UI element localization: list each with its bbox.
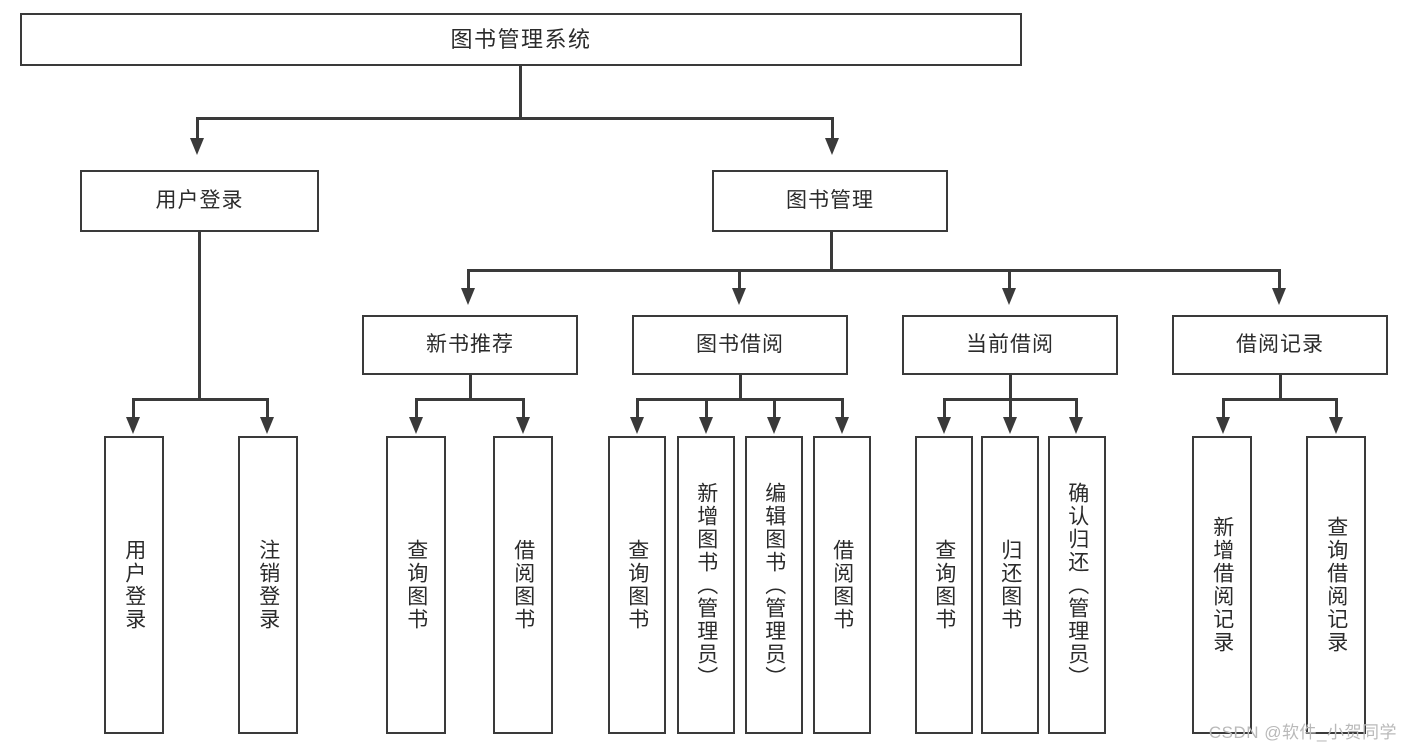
connector-current-borrow-stem: [1009, 375, 1012, 400]
arrowhead-leaf-edit-book: [767, 417, 781, 434]
node-label: 用户登录: [122, 539, 146, 631]
node-book-management[interactable]: 图书管理: [712, 170, 948, 232]
leaf-borrow-book-borrow[interactable]: 借阅图书: [813, 436, 871, 734]
node-label: 当前借阅: [966, 332, 1054, 356]
node-label: 用户登录: [155, 188, 244, 212]
connector-book-borrow-branch-3: [773, 398, 776, 420]
arrowhead-to-book-manage: [825, 138, 839, 155]
node-root-book-management-system[interactable]: 图书管理系统: [20, 13, 1022, 66]
leaf-add-borrow-record[interactable]: 新增借阅记录: [1192, 436, 1252, 734]
connector-borrow-record-bar: [1222, 398, 1337, 401]
node-label: 编辑图书（管理员）: [762, 481, 786, 689]
connector-current-borrow-branch-2: [1009, 398, 1012, 420]
node-label: 查询图书: [625, 539, 649, 631]
connector-new-book-stem: [469, 375, 472, 400]
connector-book-borrow-bar: [636, 398, 843, 401]
node-label: 新增借阅记录: [1210, 516, 1234, 654]
node-label: 查询借阅记录: [1324, 516, 1348, 654]
node-label: 借阅图书: [830, 539, 854, 631]
connector-book-manage-branch-2: [738, 269, 741, 291]
connector-book-manage-stem: [830, 232, 833, 271]
leaf-query-borrow-record[interactable]: 查询借阅记录: [1306, 436, 1366, 734]
node-current-borrow[interactable]: 当前借阅: [902, 315, 1118, 375]
connector-new-book-branch-1: [415, 398, 418, 420]
node-new-book-recommend[interactable]: 新书推荐: [362, 315, 578, 375]
connector-borrow-record-stem: [1279, 375, 1282, 400]
node-label: 图书管理系统: [450, 26, 592, 52]
node-label: 归还图书: [998, 539, 1022, 631]
connector-user-login-stem: [198, 232, 201, 400]
connector-book-borrow-branch-4: [841, 398, 844, 420]
leaf-add-book-admin[interactable]: 新增图书（管理员）: [677, 436, 735, 734]
connector-book-manage-branch-4: [1278, 269, 1281, 291]
connector-new-book-branch-2: [522, 398, 525, 420]
node-label: 注销登录: [256, 539, 280, 631]
leaf-edit-book-admin[interactable]: 编辑图书（管理员）: [745, 436, 803, 734]
arrowhead-leaf-query-record: [1329, 417, 1343, 434]
connector-root-to-book-manage: [831, 117, 834, 141]
leaf-query-book-current[interactable]: 查询图书: [915, 436, 973, 734]
leaf-return-book[interactable]: 归还图书: [981, 436, 1039, 734]
node-borrow-record[interactable]: 借阅记录: [1172, 315, 1388, 375]
connector-borrow-record-branch-1: [1222, 398, 1225, 420]
node-label: 新书推荐: [426, 332, 514, 356]
node-label: 图书借阅: [696, 332, 784, 356]
arrowhead-leaf-add-record: [1216, 417, 1230, 434]
connector-root-bar: [196, 117, 833, 120]
connector-book-borrow-stem: [739, 375, 742, 400]
connector-new-book-bar: [415, 398, 524, 401]
connector-book-borrow-branch-1: [636, 398, 639, 420]
node-label: 查询图书: [404, 539, 428, 631]
arrowhead-leaf-borrow-book-1: [516, 417, 530, 434]
arrowhead-to-user-login: [190, 138, 204, 155]
arrowhead-leaf-add-book: [699, 417, 713, 434]
connector-book-manage-branch-3: [1008, 269, 1011, 291]
node-user-login[interactable]: 用户登录: [80, 170, 319, 232]
arrowhead-leaf-return-book: [1003, 417, 1017, 434]
arrowhead-borrow-record: [1272, 288, 1286, 305]
arrowhead-new-book-recommend: [461, 288, 475, 305]
leaf-user-login[interactable]: 用户登录: [104, 436, 164, 734]
connector-root-to-user-login: [196, 117, 199, 141]
arrowhead-leaf-user-login: [126, 417, 140, 434]
connector-book-manage-branch-1: [467, 269, 470, 291]
connector-book-manage-bar: [467, 269, 1280, 272]
connector-user-login-branch-2: [266, 398, 269, 420]
leaf-query-book-recommend[interactable]: 查询图书: [386, 436, 446, 734]
connector-user-login-bar: [132, 398, 268, 401]
connector-user-login-branch-1: [132, 398, 135, 420]
arrowhead-leaf-query-book-2: [630, 417, 644, 434]
arrowhead-leaf-borrow-book-2: [835, 417, 849, 434]
leaf-borrow-book-recommend[interactable]: 借阅图书: [493, 436, 553, 734]
leaf-user-logout[interactable]: 注销登录: [238, 436, 298, 734]
connector-book-borrow-branch-2: [705, 398, 708, 420]
connector-root-stem: [519, 66, 522, 118]
node-label: 新增图书（管理员）: [694, 481, 718, 689]
node-label: 查询图书: [932, 539, 956, 631]
connector-current-borrow-branch-1: [943, 398, 946, 420]
node-label: 借阅图书: [511, 539, 535, 631]
node-label: 确认归还（管理员）: [1065, 481, 1089, 689]
arrowhead-leaf-user-logout: [260, 417, 274, 434]
leaf-confirm-return-admin[interactable]: 确认归还（管理员）: [1048, 436, 1106, 734]
connector-current-borrow-branch-3: [1075, 398, 1078, 420]
leaf-query-book-borrow[interactable]: 查询图书: [608, 436, 666, 734]
node-label: 图书管理: [786, 188, 874, 212]
arrowhead-book-borrow: [732, 288, 746, 305]
connector-borrow-record-branch-2: [1335, 398, 1338, 420]
node-book-borrow[interactable]: 图书借阅: [632, 315, 848, 375]
node-label: 借阅记录: [1236, 332, 1324, 356]
arrowhead-leaf-query-book-3: [937, 417, 951, 434]
arrowhead-leaf-query-book-1: [409, 417, 423, 434]
arrowhead-current-borrow: [1002, 288, 1016, 305]
arrowhead-leaf-confirm-return: [1069, 417, 1083, 434]
